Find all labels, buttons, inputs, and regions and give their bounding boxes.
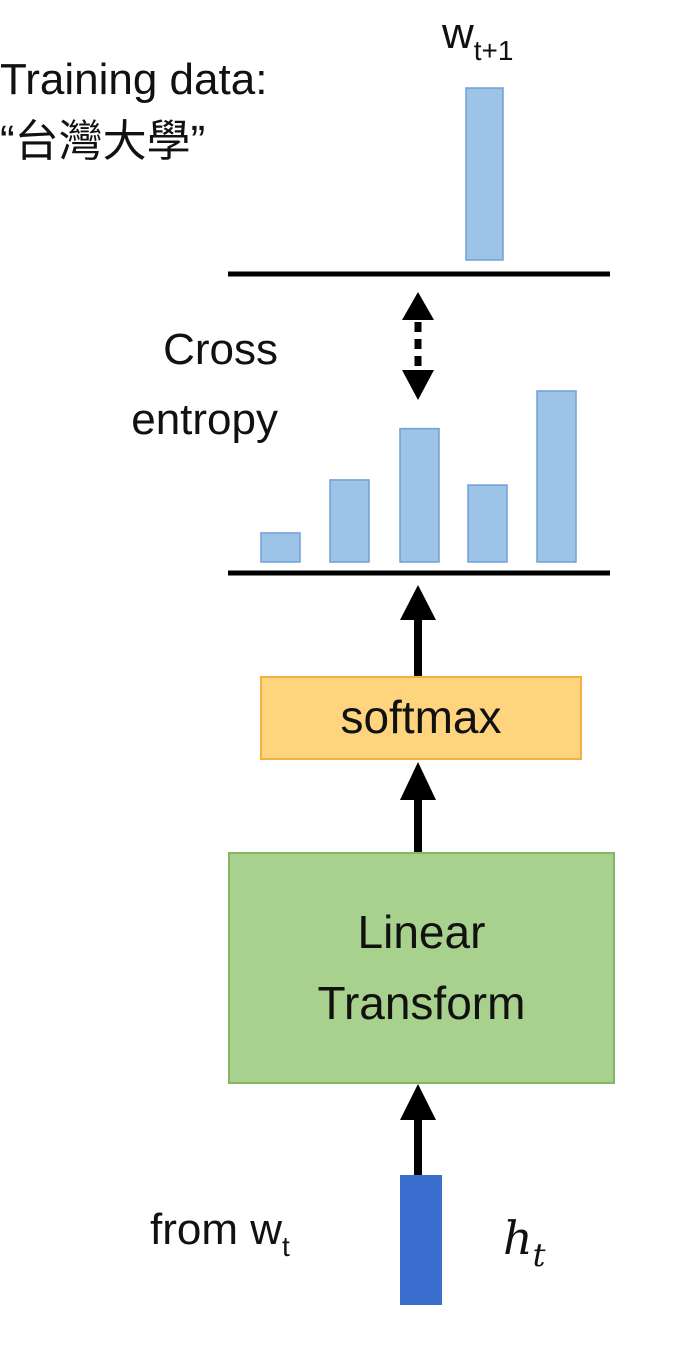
input-word-main: from w	[150, 1205, 282, 1254]
linear-transform-box: Linear Transform	[228, 852, 615, 1084]
hidden-state-vector	[400, 1175, 442, 1305]
linear-label-line2: Transform	[317, 977, 526, 1029]
input-word-label: from wt	[150, 1205, 290, 1261]
target-word-main: w	[442, 9, 474, 58]
predicted-bar	[536, 390, 577, 563]
predicted-bar	[329, 479, 370, 563]
softmax-label: softmax	[340, 691, 502, 744]
predicted-bar	[260, 532, 301, 563]
linear-label-line1: Linear	[357, 905, 486, 958]
target-bar	[465, 87, 504, 261]
hidden-state-label: ht	[503, 1215, 546, 1271]
cross-entropy-line2: entropy	[131, 395, 278, 445]
hidden-state-main: h	[503, 1211, 533, 1265]
arrow-up-icon	[400, 762, 436, 852]
hidden-state-sub: t	[532, 1236, 546, 1274]
cross-entropy-line1: Cross	[163, 325, 278, 374]
cross-entropy-label: Cross entropy	[78, 315, 278, 456]
target-word-label: wt+1	[442, 9, 513, 65]
input-word-sub: t	[282, 1231, 290, 1262]
softmax-box: softmax	[260, 676, 582, 760]
training-data-label: Training data:	[0, 55, 268, 104]
predicted-bar	[399, 427, 440, 563]
predicted-bar	[467, 484, 508, 563]
target-word-sub: t+1	[473, 35, 514, 66]
arrow-up-icon	[400, 1084, 436, 1178]
cross-entropy-double-arrow-icon	[402, 292, 434, 400]
arrow-up-icon	[400, 585, 436, 676]
predicted-distribution	[260, 390, 577, 563]
target-distribution	[465, 87, 504, 261]
training-data-text: “台灣大學”	[0, 117, 206, 166]
